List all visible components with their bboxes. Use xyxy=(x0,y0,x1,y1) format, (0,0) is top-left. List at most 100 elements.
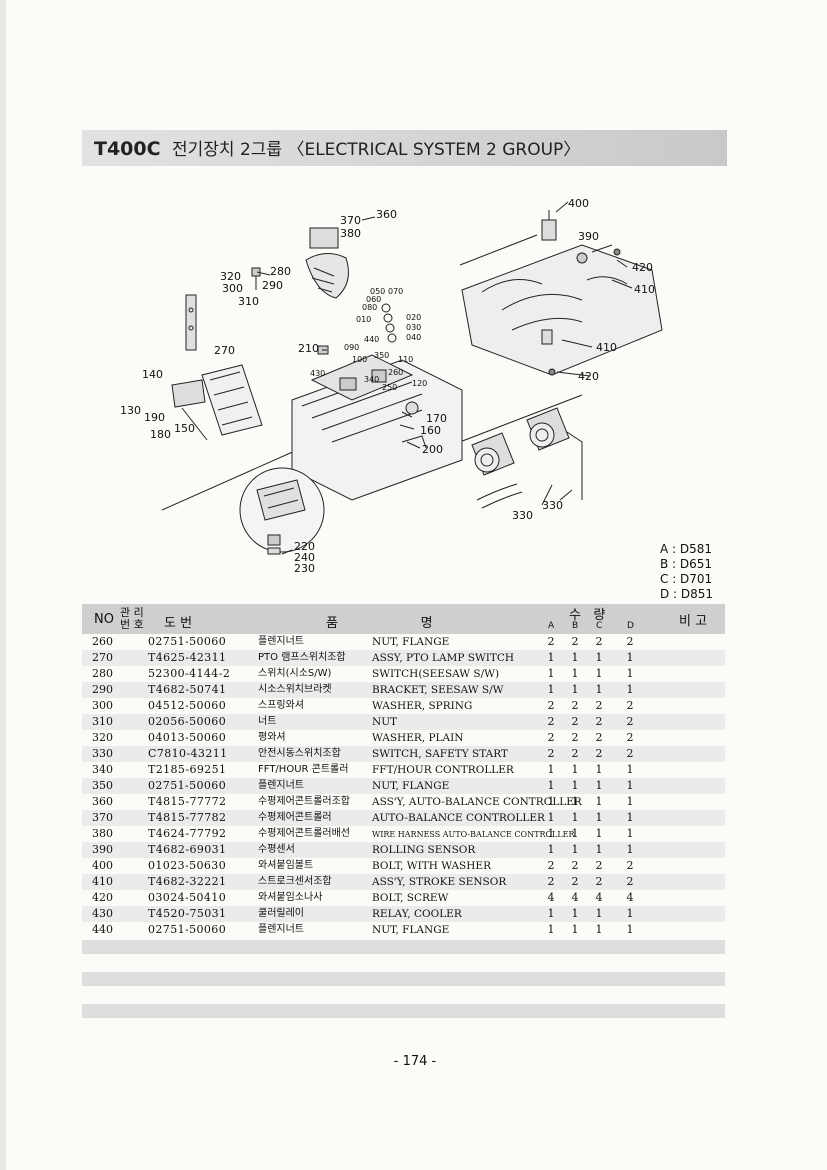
callout: 440 xyxy=(364,335,379,344)
korean-name-cell: FFT/HOUR 콘트롤러 xyxy=(258,764,349,775)
english-name-cell: BOLT, WITH WASHER xyxy=(372,860,491,872)
qty-c-cell: 1 xyxy=(595,923,603,936)
english-name-cell: ASS'Y, STROKE SENSOR xyxy=(372,876,507,888)
qty-c-cell: 1 xyxy=(595,683,603,696)
callout: 020 xyxy=(406,313,421,322)
callout: 300 xyxy=(222,282,243,295)
empty-table-band xyxy=(82,972,725,986)
header-drawing-no: 도 번 xyxy=(164,616,193,631)
header-part-name: 품 명 xyxy=(326,616,433,631)
qty-b-cell: 2 xyxy=(571,875,579,888)
qty-b-cell: 1 xyxy=(571,811,579,824)
qty-a-cell: 4 xyxy=(547,891,555,904)
korean-name-cell: 스트로크센서조합 xyxy=(258,876,332,887)
header-mgmt-top: 관 리 xyxy=(120,606,144,619)
qty-b-cell: 4 xyxy=(571,891,579,904)
english-name-cell: RELAY, COOLER xyxy=(372,908,462,920)
qty-b-cell: 1 xyxy=(571,667,579,680)
korean-name-cell: 시소스위치브라켓 xyxy=(258,684,332,695)
part-no-cell: 270 xyxy=(92,651,113,664)
callout-labels: 360 370 380 280 320 300 290 310 270 140 … xyxy=(120,197,655,575)
main-dash-panel xyxy=(291,354,463,501)
callout: 340 xyxy=(364,375,379,384)
korean-name-cell: 너트 xyxy=(258,716,277,727)
qty-a-cell: 2 xyxy=(547,859,555,872)
drawing-no-cell: 03024-50410 xyxy=(148,891,227,904)
callout: 250 xyxy=(382,383,397,392)
qty-c-cell: 1 xyxy=(595,827,603,840)
seesaw-switch-parts xyxy=(185,267,261,351)
drawing-no-cell: 02751-50060 xyxy=(148,779,227,792)
qty-a-cell: 1 xyxy=(547,683,555,696)
divider-line xyxy=(161,449,298,511)
korean-name-cell: 안전시동스위치조합 xyxy=(258,748,341,759)
header-qty-b: B xyxy=(572,621,579,631)
callout: 310 xyxy=(238,295,259,308)
qty-a-cell: 2 xyxy=(547,747,555,760)
part-no-cell: 290 xyxy=(92,683,113,696)
qty-a-cell: 2 xyxy=(547,731,555,744)
qty-d-cell: 2 xyxy=(626,699,634,712)
qty-d-cell: 2 xyxy=(626,715,634,728)
qty-b-cell: 1 xyxy=(571,843,579,856)
callout: 350 xyxy=(374,351,389,360)
callout: 420 xyxy=(578,370,599,383)
callout: 060 xyxy=(366,295,381,304)
callout: 180 xyxy=(150,428,171,441)
callout: 150 xyxy=(174,422,195,435)
part-no-cell: 430 xyxy=(92,907,113,920)
qty-c-cell: 2 xyxy=(595,875,603,888)
page-edge-shadow xyxy=(0,0,6,1170)
drawing-no-cell: 52300-4144-2 xyxy=(148,667,231,680)
qty-b-cell: 2 xyxy=(571,747,579,760)
qty-b-cell: 1 xyxy=(571,923,579,936)
part-no-cell: 420 xyxy=(92,891,113,904)
qty-b-cell: 1 xyxy=(571,651,579,664)
english-name-cell: WIRE HARNESS AUTO-BALANCE CONTROLLER xyxy=(372,830,575,839)
qty-d-cell: 1 xyxy=(626,779,634,792)
drawing-no-cell: T4815-77772 xyxy=(148,795,227,808)
qty-d-cell: 1 xyxy=(626,827,634,840)
drawing-no-cell: T4682-50741 xyxy=(148,683,227,696)
title-bar: T400C 전기장치 2그룹 〈ELECTRICAL SYSTEM 2 GROU… xyxy=(82,130,727,166)
qty-a-cell: 2 xyxy=(547,715,555,728)
qty-d-cell: 1 xyxy=(626,683,634,696)
drawing-no-cell: 01023-50630 xyxy=(148,859,227,872)
callout: 010 xyxy=(356,315,371,324)
callout: 030 xyxy=(406,323,421,332)
korean-name-cell: 평와셔 xyxy=(258,732,286,743)
qty-a-cell: 1 xyxy=(547,843,555,856)
parts-table-header: NO 관 리 번 호 도 번 품 명 수 량 A B C D 비 고 xyxy=(82,604,725,634)
drawing-no-cell: T2185-69251 xyxy=(148,763,227,776)
english-name-cell: NUT xyxy=(372,716,398,728)
callout: 210 xyxy=(298,342,319,355)
drawing-no-cell: 02056-50060 xyxy=(148,715,227,728)
qty-a-cell: 1 xyxy=(547,651,555,664)
part-no-cell: 320 xyxy=(92,731,113,744)
qty-c-cell: 2 xyxy=(595,859,603,872)
english-name-cell: FFT/HOUR CONTROLLER xyxy=(372,764,514,776)
korean-name-cell: 플렌지너트 xyxy=(258,924,304,935)
english-name-cell: ROLLING SENSOR xyxy=(372,844,476,856)
drawing-no-cell: 02751-50060 xyxy=(148,635,227,648)
divider-line xyxy=(451,394,583,446)
callout: 110 xyxy=(398,355,413,364)
detail-circle xyxy=(239,467,325,555)
english-name-cell: WASHER, SPRING xyxy=(372,700,473,712)
korean-name-cell: 와셔붙임볼트 xyxy=(258,860,314,871)
qty-c-cell: 1 xyxy=(595,795,603,808)
variant-a: A : D581 xyxy=(660,542,713,556)
part-no-cell: 280 xyxy=(92,667,113,680)
english-name-cell: WASHER, PLAIN xyxy=(372,732,464,744)
qty-c-cell: 2 xyxy=(595,715,603,728)
qty-a-cell: 1 xyxy=(547,763,555,776)
korean-name-cell: 수평센서 xyxy=(258,844,295,855)
qty-b-cell: 1 xyxy=(571,779,579,792)
model-label: T400C xyxy=(94,138,161,160)
